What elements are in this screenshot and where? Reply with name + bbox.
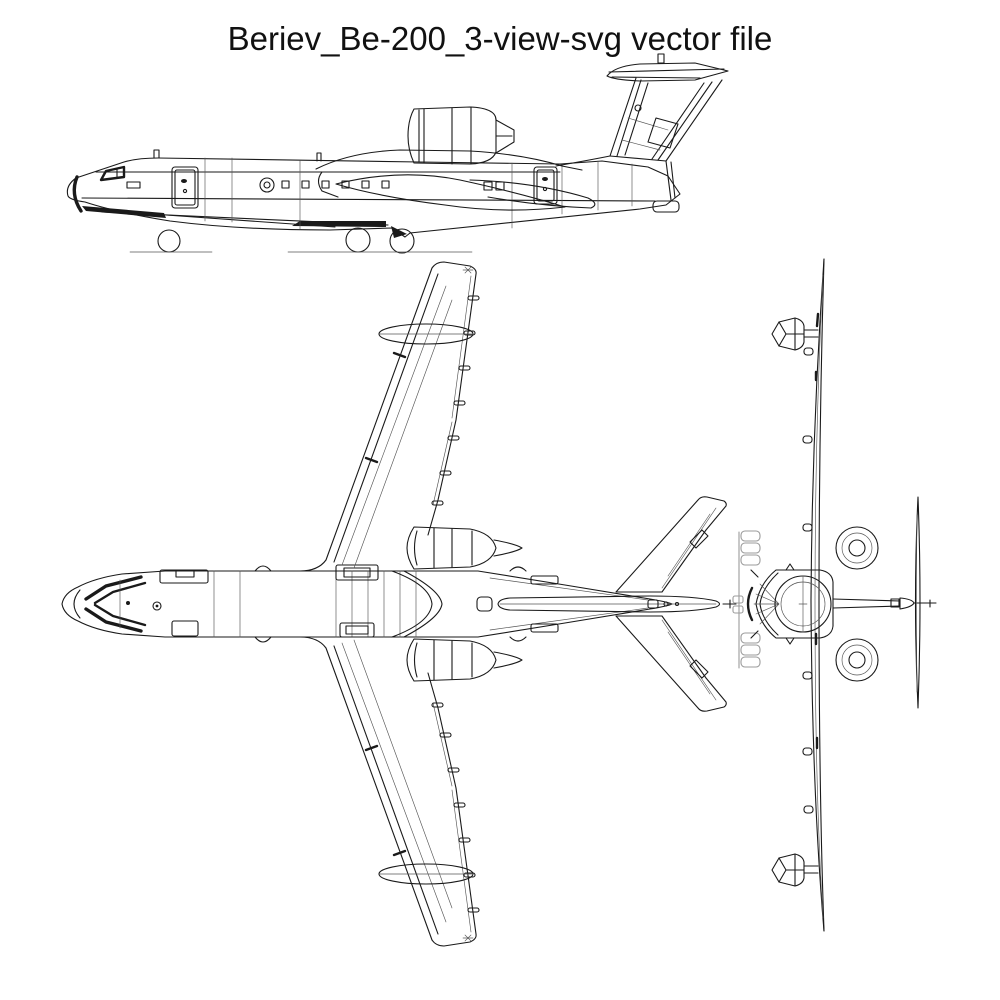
- main-wheel: [345, 227, 371, 253]
- top-wing-port: [299, 636, 480, 947]
- tail-bumper: [652, 200, 680, 213]
- engine-nacelle: [407, 106, 497, 165]
- leading-edge: [299, 267, 433, 572]
- side-doors: [153, 149, 558, 209]
- front-door: [171, 166, 199, 209]
- leading-edge-slat: [317, 171, 339, 198]
- tailplane-edge-on: [914, 496, 921, 709]
- rudder-line: [651, 81, 713, 161]
- engine-intake-starboard: [835, 526, 879, 570]
- top-engine-nacelles: [406, 526, 523, 682]
- side-tail: [555, 53, 729, 167]
- side-windows: [259, 177, 505, 193]
- top-hatches: [159, 564, 559, 638]
- front-tail: [832, 496, 937, 709]
- top-wing-starboard: [299, 261, 480, 572]
- front-fuselage: [746, 563, 834, 645]
- tail-antenna: [657, 53, 665, 64]
- fin-trailing-edge: [665, 79, 723, 162]
- trailing-edge: [427, 273, 477, 536]
- fin-leading-edge: [609, 77, 637, 157]
- dorsal-fillet: [555, 155, 611, 167]
- engine-intake-port: [835, 638, 879, 682]
- leading-edge: [299, 636, 433, 941]
- windshield: [99, 165, 126, 182]
- nose-wheel: [157, 229, 181, 253]
- engine-nacelle-port: [406, 638, 497, 682]
- top-cockpit: [84, 575, 147, 633]
- front-engines: [835, 526, 879, 682]
- top-view: [61, 261, 737, 947]
- exhaust-cone: [495, 119, 515, 154]
- top-tailplane: [615, 496, 727, 712]
- top-fin-edge: [476, 595, 737, 613]
- side-view: [66, 53, 729, 254]
- page-title: Beriev_Be-200_3-view-svg vector file: [227, 20, 773, 57]
- tailplane-bullet: [606, 62, 729, 82]
- main-wheel: [389, 228, 415, 254]
- engine-nacelle-starboard: [406, 526, 497, 570]
- wingtip: [431, 261, 477, 275]
- front-gray-details: [732, 530, 761, 669]
- side-fuselage-hull: [66, 157, 681, 238]
- antenna: [153, 149, 322, 162]
- trailing-edge: [427, 672, 477, 935]
- nose-radome-line: [72, 175, 83, 213]
- wingtip: [431, 933, 477, 947]
- wing-flap-profile: [335, 174, 566, 211]
- front-floats: [771, 317, 819, 887]
- front-view: [732, 258, 937, 932]
- wing-fairing: [315, 149, 583, 171]
- front-wing: [802, 258, 825, 932]
- fin-edge-on: [832, 598, 901, 609]
- side-cockpit: [72, 165, 141, 213]
- side-landing-gear: [129, 227, 473, 254]
- porthole: [259, 177, 275, 193]
- windshield-frame: [84, 575, 143, 601]
- side-wing-and-engine: [315, 106, 596, 211]
